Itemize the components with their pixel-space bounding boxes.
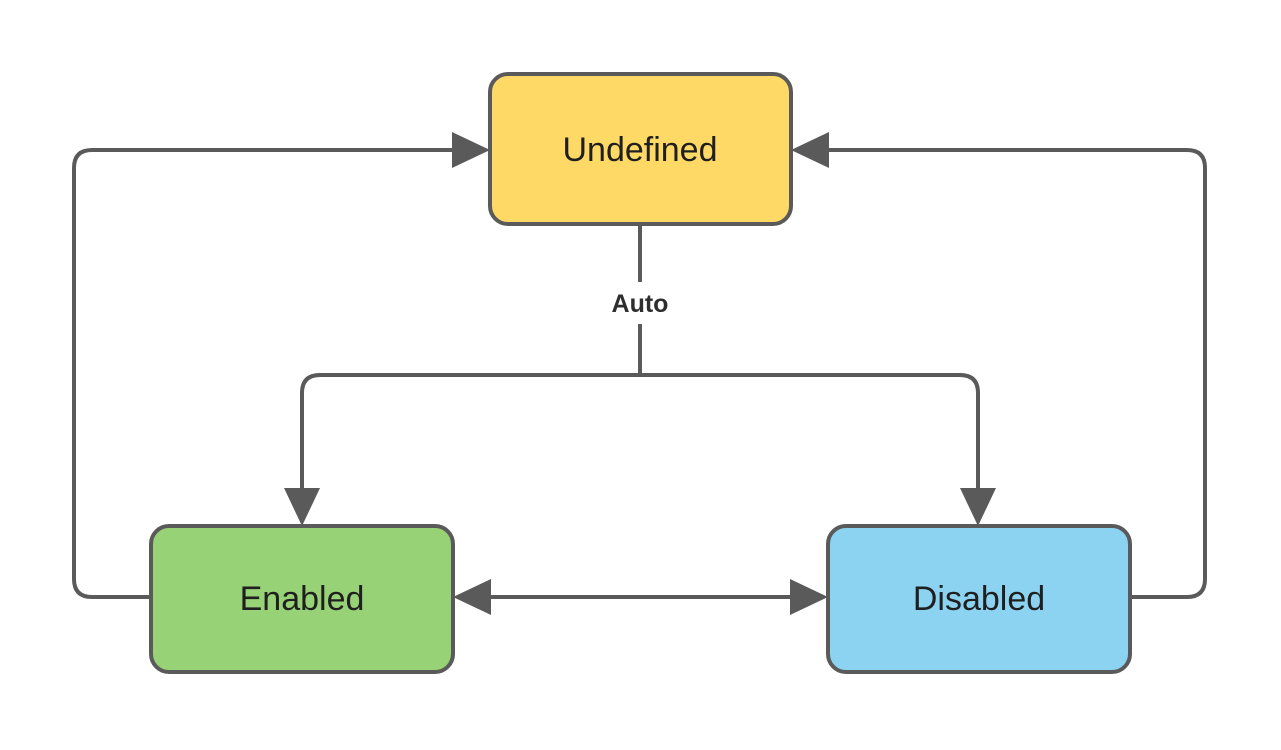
node-undefined[interactable]: Undefined [488,72,793,226]
edge-branch-to-enabled-arrowhead [284,488,320,526]
edge-enabled-disabled-bidirectional[interactable] [453,579,828,615]
edge-branch-to-disabled-hitarea[interactable] [640,375,978,526]
node-disabled-shape[interactable] [826,524,1132,674]
edge-enabled-disabled-arrowhead-right [790,579,828,615]
edge-disabled-to-undefined-arrowhead [791,132,829,168]
edge-enabled-disabled-arrowhead-left [453,579,491,615]
edge-branch-to-enabled-hitarea[interactable] [302,375,640,526]
edge-enabled-to-undefined[interactable] [72,132,490,599]
edge-undefined-auto[interactable]: Auto [596,224,684,375]
edge-enabled-to-undefined-path [72,148,455,599]
node-enabled[interactable]: Enabled [149,524,455,674]
node-undefined-shape[interactable] [488,72,793,226]
edge-auto-label-background [596,282,684,324]
edge-enabled-to-undefined-arrowhead [452,132,490,168]
edge-branch-to-enabled[interactable] [284,373,640,526]
edge-disabled-to-undefined[interactable] [791,132,1207,599]
node-enabled-shape[interactable] [149,524,455,674]
edge-branch-to-disabled[interactable] [640,373,996,526]
edge-branch-to-enabled-path [300,373,640,489]
node-disabled[interactable]: Disabled [826,524,1132,674]
edge-branch-to-disabled-path [640,373,980,489]
edge-disabled-to-undefined-path [826,148,1207,599]
edge-branch-to-disabled-arrowhead [960,488,996,526]
